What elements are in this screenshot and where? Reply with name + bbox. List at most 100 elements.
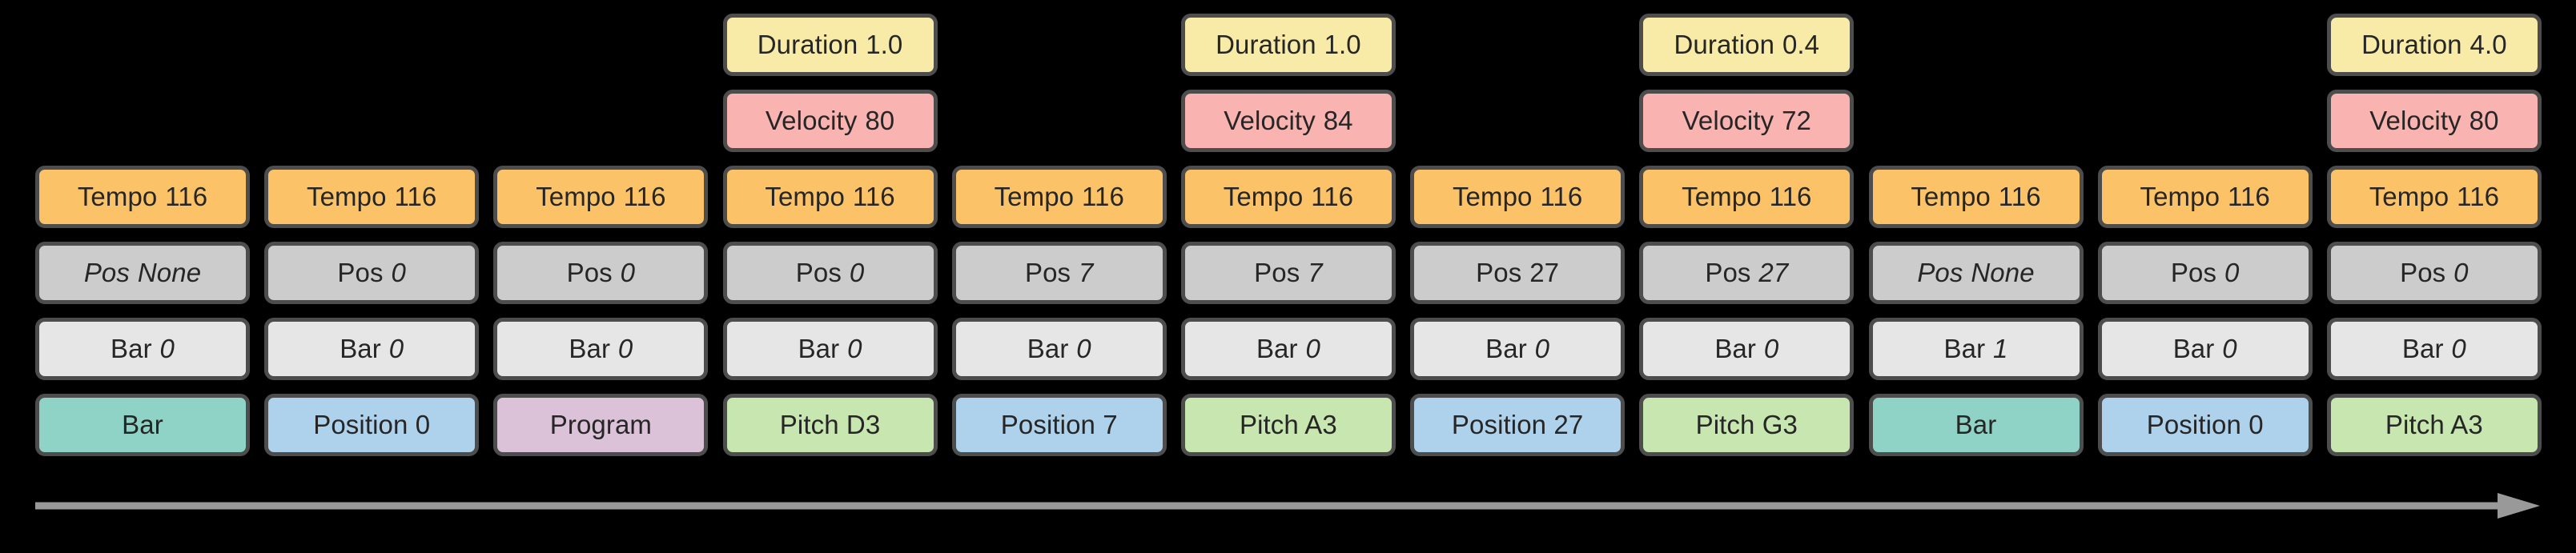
velocity-chip-value: 80 — [2469, 106, 2499, 135]
token-chip[interactable]: Position 0 — [264, 393, 480, 456]
token-chip[interactable]: Bar — [1868, 393, 2084, 456]
token-chip-cell: Position 0 — [264, 387, 480, 463]
bar-chip-value: 0 — [2222, 334, 2237, 363]
velocity-chip[interactable]: Velocity 80 — [2326, 89, 2542, 152]
bar-chip-value: 1 — [1993, 334, 2008, 363]
token-chip[interactable]: Bar — [35, 393, 250, 456]
token-chip-cell: Pitch G3 — [1639, 387, 1855, 463]
bar-chip-label: Bar — [569, 334, 611, 363]
token-chip[interactable]: Pitch A3 — [1180, 393, 1396, 456]
token-chip-cell: Pitch A3 — [2326, 387, 2542, 463]
token-chip[interactable]: Pitch D3 — [722, 393, 938, 456]
velocity-chip-value: 84 — [1323, 106, 1353, 135]
velocity-placeholder — [264, 82, 479, 158]
pos-chip-value: 27 — [1529, 258, 1560, 287]
pos-chip-value: 0 — [2453, 258, 2469, 287]
token-chip[interactable]: Position 7 — [951, 393, 1167, 456]
tempo-chip-label: Tempo — [1911, 182, 1991, 211]
duration-placeholder — [952, 6, 1167, 82]
token-chip[interactable]: Program — [493, 393, 709, 456]
token-chip-text: Pitch A3 — [1239, 410, 1337, 439]
token-chip-cell: Bar — [1868, 387, 2084, 463]
pos-chip-label: Pos — [337, 258, 384, 287]
velocity-placeholder — [2098, 82, 2313, 158]
token-chip[interactable]: Position 27 — [1410, 393, 1626, 456]
pos-chip-label: Pos — [795, 258, 842, 287]
duration-placeholder — [1410, 6, 1625, 82]
duration-placeholder — [264, 6, 479, 82]
token-chip[interactable]: Pitch G3 — [1639, 393, 1855, 456]
duration-chip-value: 0.4 — [1782, 30, 1820, 59]
velocity-chip-value: 72 — [1782, 106, 1811, 135]
tempo-chip-value: 116 — [1769, 182, 1812, 211]
velocity-chip-label: Velocity — [2369, 106, 2461, 135]
bar-chip-label: Bar — [2401, 334, 2444, 363]
token-chip-text: Position 0 — [2146, 410, 2264, 439]
tempo-chip-value: 116 — [165, 182, 208, 211]
bar-chip-value: 0 — [1076, 334, 1091, 363]
bar-chip-value: 0 — [159, 334, 175, 363]
bar-chip-value: 0 — [1534, 334, 1550, 363]
token-chip[interactable]: Position 0 — [2097, 393, 2313, 456]
token-chip-cell: Program — [493, 387, 709, 463]
bar-chip-label: Bar — [798, 334, 840, 363]
velocity-placeholder — [493, 82, 708, 158]
token-chip[interactable]: Pitch A3 — [2326, 393, 2542, 456]
